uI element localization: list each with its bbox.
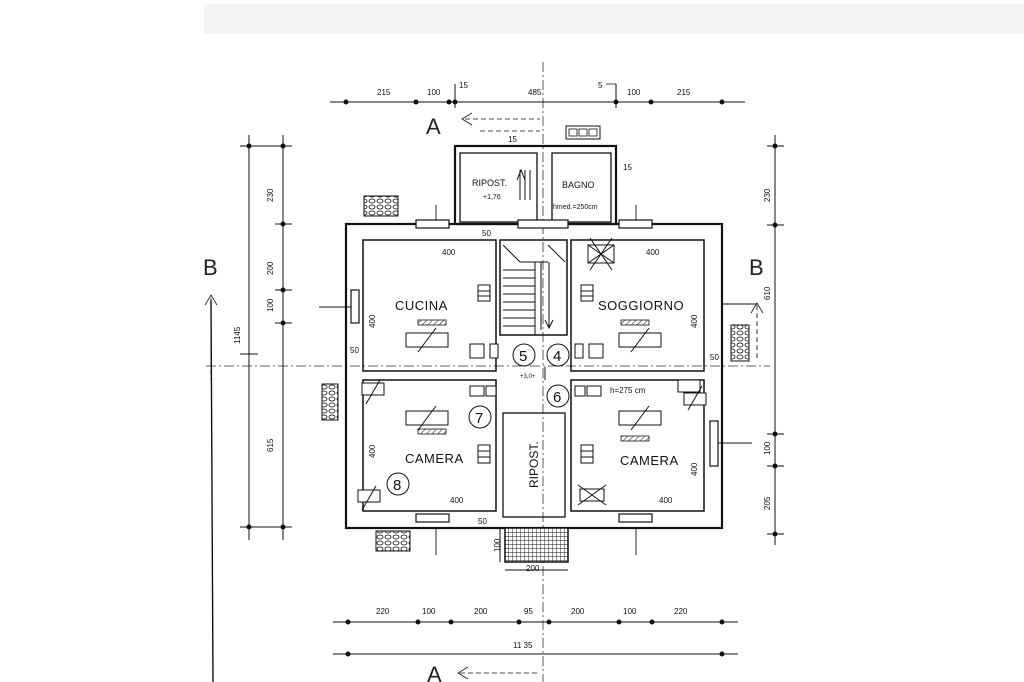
dim-wall-50-a: 50	[482, 229, 491, 238]
room-bagno: BAGNO	[562, 180, 595, 190]
stone-patch-4	[730, 324, 750, 362]
right-dim-2: 610	[763, 286, 772, 300]
dim-camera-l-h: 400	[368, 444, 377, 458]
circle-num-7: 7	[475, 410, 483, 427]
room-soggiorno: SOGGIORNO	[598, 298, 684, 313]
right-dim-4: 205	[763, 496, 772, 510]
stone-patch-2	[321, 383, 339, 421]
bottom-dim-1: 220	[376, 607, 390, 616]
dim-cucina-h: 400	[368, 314, 377, 328]
dim-camera-l-w: 400	[450, 496, 464, 505]
dim-wall-50-d: 50	[478, 517, 487, 526]
bottom-dim-6: 100	[623, 607, 637, 616]
scan-shadow	[204, 4, 1024, 34]
circle-num-4: 4	[553, 348, 561, 365]
dim-cucina-w: 400	[442, 248, 456, 257]
dim-camera-r-w: 400	[659, 496, 673, 505]
bottom-dim-2: 100	[422, 607, 436, 616]
ripost-level: +1,76	[483, 194, 501, 201]
axes	[206, 62, 770, 682]
left-dim-4: 1145	[233, 326, 242, 344]
bagno-height: hmed.=250cm	[553, 204, 598, 211]
left-dim-3: 100	[266, 298, 275, 312]
section-a-top: A	[426, 114, 441, 139]
room-ripost-corridor: RIPOST.	[527, 441, 541, 488]
hatch-4	[620, 435, 650, 442]
bottom-dim-4: 95	[524, 607, 533, 616]
section-a-bottom: A	[427, 662, 442, 682]
x-symbols	[577, 237, 615, 506]
bottom-dim-7: 220	[674, 607, 688, 616]
top-dim-6: 100	[627, 88, 641, 97]
stone-patch-1	[363, 195, 399, 217]
circle-num-5: 5	[519, 348, 527, 365]
vent-icon	[565, 125, 601, 140]
center-level: +3,0+	[520, 374, 536, 380]
dim-wall-50-b: 50	[350, 346, 359, 355]
section-b-arrow-left	[204, 294, 218, 380]
top-dim-1: 215	[377, 88, 391, 97]
top-dim-2: 100	[427, 88, 441, 97]
dim-soggiorno-w: 400	[646, 248, 660, 257]
section-b-arrow-right	[750, 302, 764, 360]
section-a-arrow-bottom	[457, 666, 540, 680]
dim-top-small-2: 15	[623, 163, 632, 172]
hatch-3	[417, 428, 447, 435]
staircase	[502, 244, 566, 335]
leader-lines	[319, 205, 757, 555]
dim-top-small-1: 15	[508, 135, 517, 144]
dim-wall-50-c: 50	[710, 353, 719, 362]
right-dim-3: 100	[763, 441, 772, 455]
room-camera-left: CAMERA	[405, 451, 464, 466]
room-ripost-top: RIPOST.	[472, 178, 507, 188]
room-camera-right: CAMERA	[620, 453, 679, 468]
top-dim-4: 485	[528, 88, 542, 97]
left-dim-5: 615	[266, 438, 275, 452]
dim-steps-w: 200	[526, 564, 540, 573]
right-dim-1: 230	[763, 188, 772, 202]
hatch-1	[417, 319, 447, 326]
bottom-dim-3: 200	[474, 607, 488, 616]
camera-right-height: h=275 cm	[610, 386, 646, 395]
left-dim-2: 200	[266, 261, 275, 275]
fixtures	[357, 284, 707, 511]
top-dim-3: 15	[459, 81, 468, 90]
left-dim-1: 230	[266, 188, 275, 202]
ripost-stair	[516, 168, 531, 200]
section-b-left: B	[203, 255, 218, 280]
hatch-2	[620, 319, 650, 326]
top-dim-5: 5	[598, 81, 603, 90]
section-b-right: B	[749, 255, 764, 280]
dim-steps-h: 100	[493, 538, 502, 552]
stone-patch-3	[375, 530, 411, 552]
entry-steps	[504, 527, 569, 563]
section-a-arrow-top	[465, 118, 540, 132]
total-width: 11 35	[513, 641, 533, 650]
dim-camera-r-h: 400	[690, 462, 699, 476]
circle-num-6: 6	[553, 389, 561, 406]
top-dim-7: 215	[677, 88, 691, 97]
top-dimension-line: 215 100 15 485 5 100 215	[330, 81, 745, 108]
door-symbols	[469, 343, 604, 397]
dim-soggiorno-h: 400	[690, 314, 699, 328]
bottom-dim-5: 200	[571, 607, 585, 616]
room-cucina: CUCINA	[395, 298, 448, 313]
room-circles	[386, 343, 570, 496]
bottom-dimension-lines	[333, 619, 738, 657]
windows	[350, 219, 719, 523]
circle-num-8: 8	[393, 477, 401, 494]
